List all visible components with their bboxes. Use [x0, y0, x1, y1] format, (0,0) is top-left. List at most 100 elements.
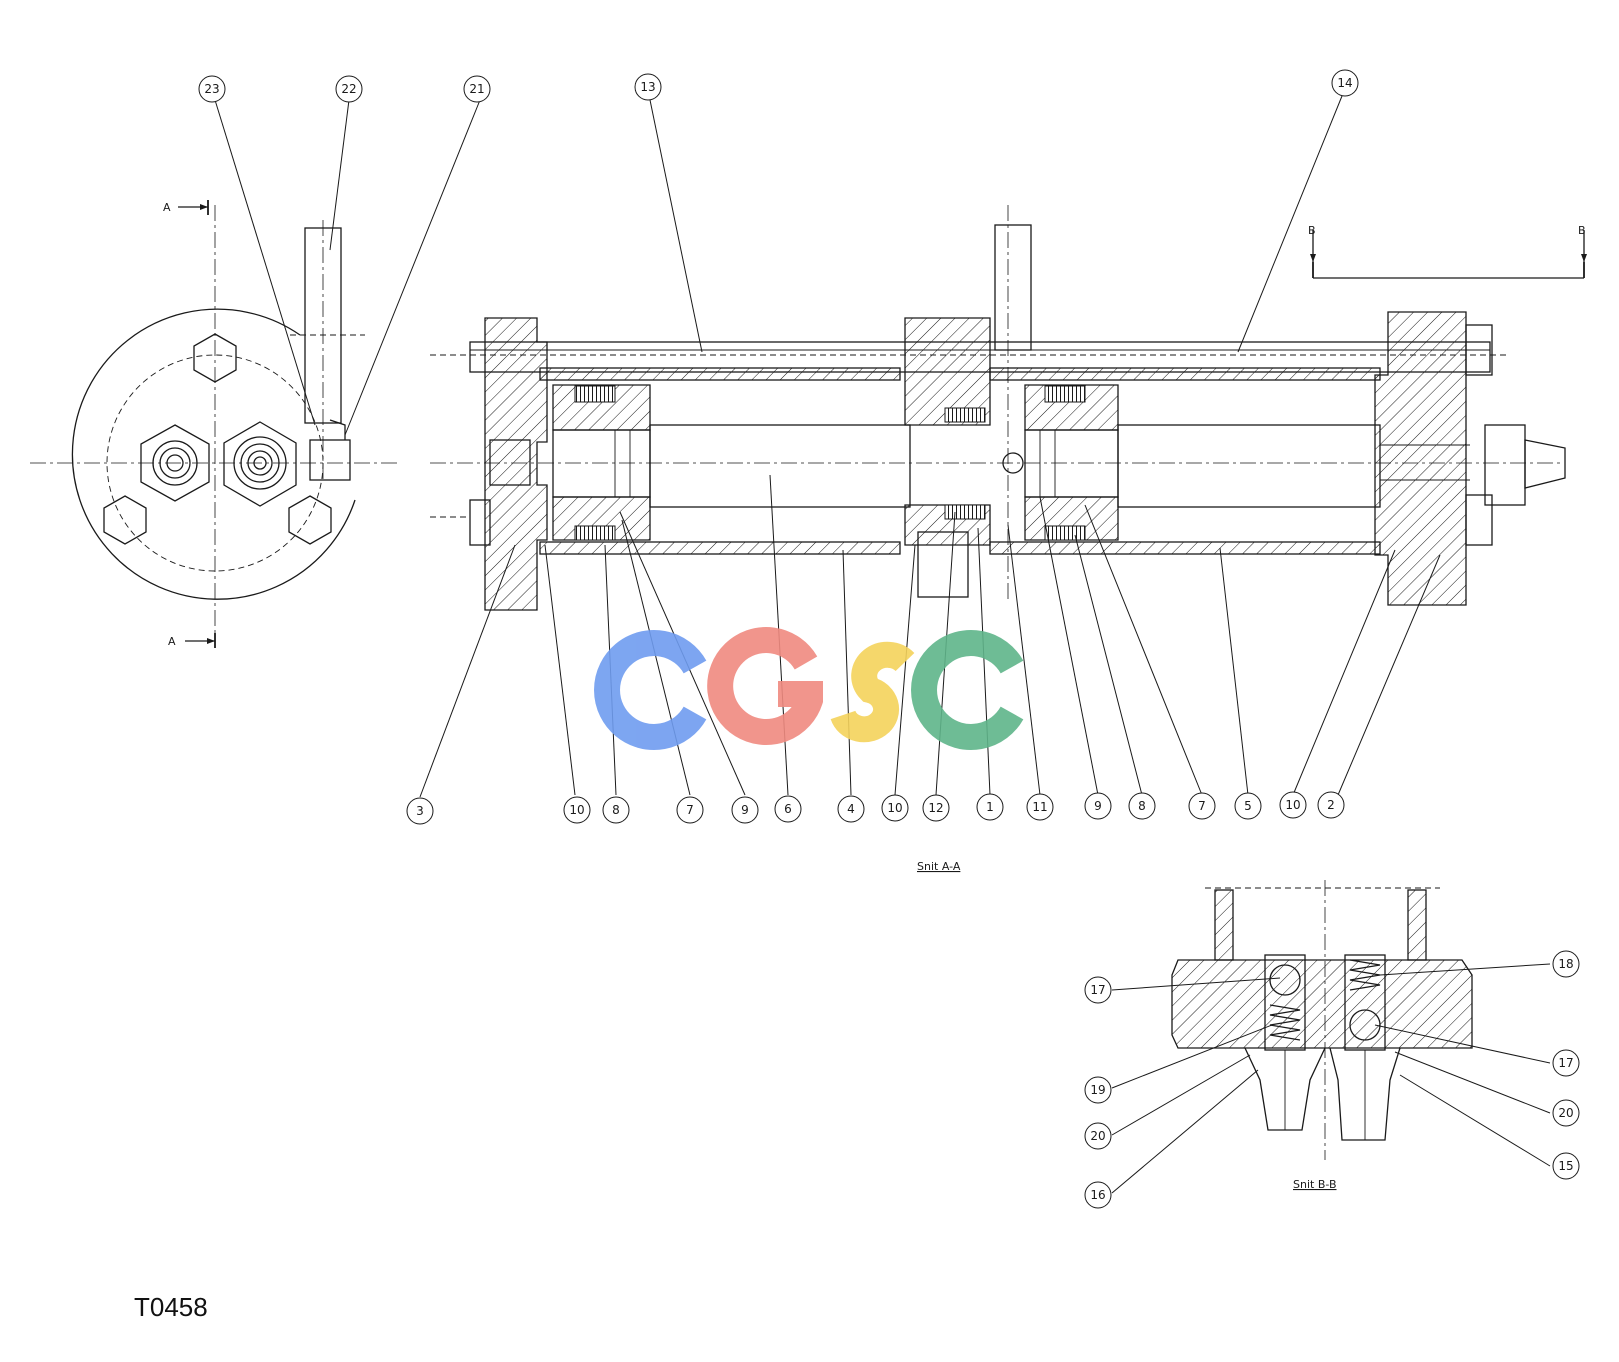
balloon-8: 8 [602, 796, 630, 824]
section-marker-b-left: B [1308, 224, 1316, 237]
bb-valve-body [1171, 959, 1473, 1049]
seal-center-bottom [944, 504, 986, 520]
tie-rod-nut-top [193, 333, 237, 383]
balloon-11: 11 [1026, 793, 1054, 821]
svg-text:2: 2 [1327, 798, 1335, 812]
svg-text:22: 22 [341, 82, 356, 96]
seal-right-bottom [1044, 525, 1086, 541]
balloon-10: 10 [1279, 791, 1307, 819]
svg-text:19: 19 [1090, 1083, 1105, 1097]
balloon-1: 1 [976, 793, 1004, 821]
section-title-a-a: Snit A-A [917, 860, 961, 873]
balloon-21: 21 [463, 75, 491, 103]
svg-text:20: 20 [1558, 1106, 1573, 1120]
balloon-2: 2 [1317, 791, 1345, 819]
svg-text:12: 12 [928, 801, 943, 815]
svg-text:17: 17 [1558, 1056, 1573, 1070]
balloon-13: 13 [634, 73, 662, 101]
balloon-4: 4 [837, 795, 865, 823]
balloon-22: 22 [335, 75, 363, 103]
svg-text:15: 15 [1558, 1159, 1573, 1173]
bb-ball-right [1349, 1009, 1381, 1041]
end-cap-outline [71, 308, 356, 600]
svg-text:14: 14 [1337, 76, 1352, 90]
balloon-20: 20 [1084, 1122, 1112, 1150]
svg-text:5: 5 [1244, 799, 1252, 813]
svg-text:21: 21 [469, 82, 484, 96]
balloon-17: 17 [1552, 1049, 1580, 1077]
svg-text:4: 4 [847, 802, 855, 816]
bb-fitting-right [1329, 1047, 1401, 1141]
section-marker-a-bottom: A [168, 635, 176, 648]
svg-text:16: 16 [1090, 1188, 1105, 1202]
balloon-19: 19 [1084, 1076, 1112, 1104]
svg-text:18: 18 [1558, 957, 1573, 971]
lever-hub [309, 439, 351, 481]
svg-text:8: 8 [1138, 799, 1146, 813]
seal-left-top [574, 385, 616, 403]
svg-text:1: 1 [986, 800, 994, 814]
svg-text:10: 10 [887, 801, 902, 815]
balloon-17: 17 [1084, 976, 1112, 1004]
svg-text:9: 9 [1094, 799, 1102, 813]
balloon-15: 15 [1552, 1152, 1580, 1180]
svg-text:13: 13 [640, 80, 655, 94]
svg-text:11: 11 [1032, 800, 1047, 814]
svg-text:6: 6 [784, 802, 792, 816]
center-port [917, 531, 969, 598]
balloons: 23 22 21 13 14 3 10 8 7 9 6 4 10 12 1 11… [198, 69, 1580, 1209]
seal-right-top [1044, 385, 1086, 403]
svg-text:20: 20 [1090, 1129, 1105, 1143]
balloon-9: 9 [731, 796, 759, 824]
tube-bottom-left [539, 541, 901, 555]
balloon-14: 14 [1331, 69, 1359, 97]
section-title-b-b: Snit B-B [1293, 1178, 1337, 1191]
end-cap-right [1374, 311, 1467, 606]
svg-text:17: 17 [1090, 983, 1105, 997]
end-view: A A [30, 200, 400, 648]
center-block-top [904, 317, 991, 426]
balloon-12: 12 [922, 794, 950, 822]
section-marker-b-right: B [1578, 224, 1586, 237]
svg-text:7: 7 [1198, 799, 1206, 813]
end-cap-left [484, 317, 548, 611]
seal-center-top [944, 407, 986, 423]
svg-text:10: 10 [569, 803, 584, 817]
tube-top-left [539, 367, 901, 381]
section-a-a: B B Snit A-A [430, 205, 1587, 873]
svg-text:9: 9 [741, 803, 749, 817]
balloon-7: 7 [676, 796, 704, 824]
port-fitting-right-end [1484, 424, 1526, 506]
bb-ball-left [1269, 964, 1301, 996]
balloon-16: 16 [1084, 1181, 1112, 1209]
balloon-6: 6 [774, 795, 802, 823]
tie-rod-nut-left [103, 495, 147, 545]
balloon-5: 5 [1234, 792, 1262, 820]
balloon-20: 20 [1552, 1099, 1580, 1127]
balloon-9: 9 [1084, 792, 1112, 820]
balloon-23: 23 [198, 75, 226, 103]
balloon-10: 10 [881, 794, 909, 822]
tube-bottom-right [989, 541, 1381, 555]
tie-rod-nut-right [288, 495, 332, 545]
tie-rod-nut-bottom [469, 499, 491, 546]
piston-rod [649, 424, 911, 508]
document-code: T0458 [134, 1292, 208, 1322]
balloon-7: 7 [1188, 792, 1216, 820]
piston-rod-right [1117, 424, 1381, 508]
svg-text:8: 8 [612, 803, 620, 817]
bb-tube-left [1214, 889, 1234, 961]
section-b-b: Snit B-B [1171, 880, 1473, 1191]
port-fitting-right [223, 421, 297, 507]
section-marker-a-top: A [163, 201, 171, 214]
balloon-18: 18 [1552, 950, 1580, 978]
port-fitting-left [140, 424, 210, 502]
svg-text:3: 3 [416, 804, 424, 818]
svg-text:7: 7 [686, 803, 694, 817]
svg-text:10: 10 [1285, 798, 1300, 812]
balloon-8: 8 [1128, 792, 1156, 820]
tube-top-right [989, 367, 1381, 381]
balloon-3: 3 [406, 797, 434, 825]
balloon-10: 10 [563, 796, 591, 824]
